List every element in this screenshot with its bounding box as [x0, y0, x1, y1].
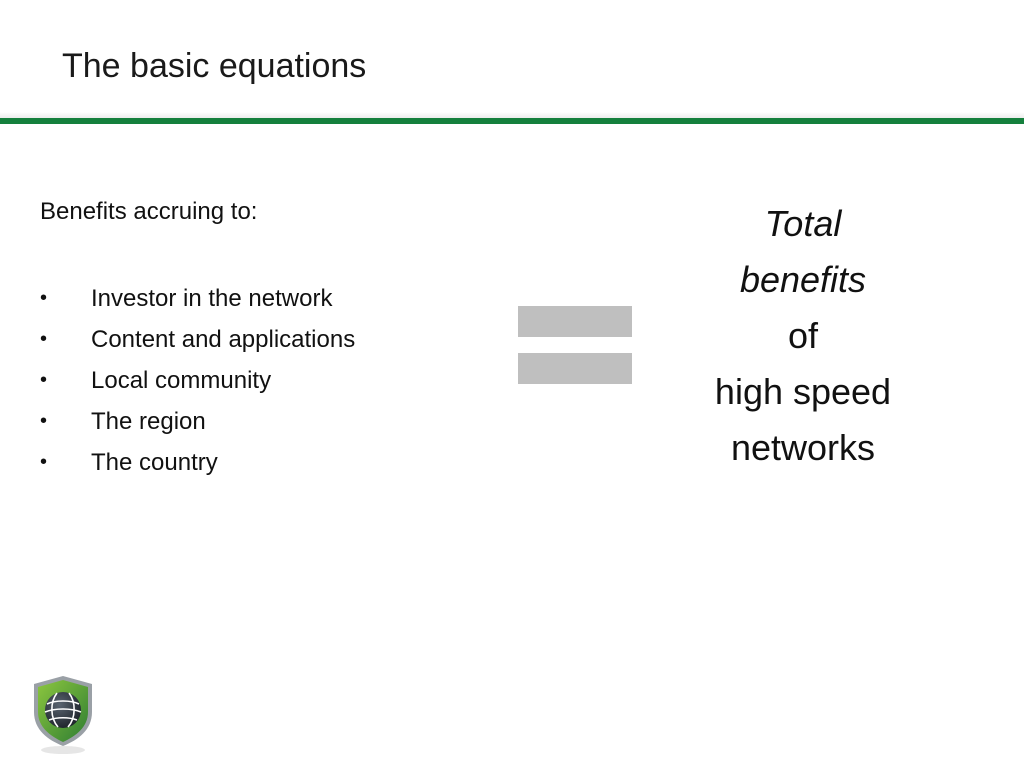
networks-line: networks	[730, 427, 876, 468]
total-line: Total	[764, 203, 842, 244]
equals-bar-top	[518, 306, 632, 337]
benefits-list: • Investor in the network • Content and …	[40, 278, 480, 483]
bullet-icon: •	[40, 451, 48, 473]
list-item: • Investor in the network	[40, 278, 480, 319]
list-item-text: The country	[91, 449, 218, 476]
list-item: • The country	[40, 442, 480, 483]
equals-icon	[518, 306, 632, 384]
bullet-icon: •	[40, 287, 48, 309]
list-item: • The region	[40, 401, 480, 442]
equals-bar-bottom	[518, 353, 632, 384]
benefits-line: benefits	[739, 259, 867, 300]
slide-title: The basic equations	[62, 47, 367, 85]
high-speed-line: high speed	[714, 371, 892, 412]
list-item: • Local community	[40, 360, 480, 401]
list-item: • Content and applications	[40, 319, 480, 360]
bullet-icon: •	[40, 410, 48, 432]
list-item-text: Local community	[91, 367, 272, 394]
shield-globe-logo-icon	[34, 676, 92, 754]
total-benefits-column: Total benefits of high speed networks	[650, 196, 956, 476]
title-shadow	[0, 112, 1024, 120]
bullet-icon: •	[40, 328, 48, 350]
title-divider	[0, 118, 1024, 124]
of-line: of	[787, 315, 819, 356]
benefits-intro: Benefits accruing to:	[40, 198, 258, 225]
list-item-text: The region	[91, 408, 206, 435]
list-item-text: Content and applications	[91, 326, 356, 353]
benefits-column: Benefits accruing to: • Investor in the …	[40, 196, 480, 483]
bullet-icon: •	[40, 369, 48, 391]
list-item-text: Investor in the network	[91, 285, 333, 312]
